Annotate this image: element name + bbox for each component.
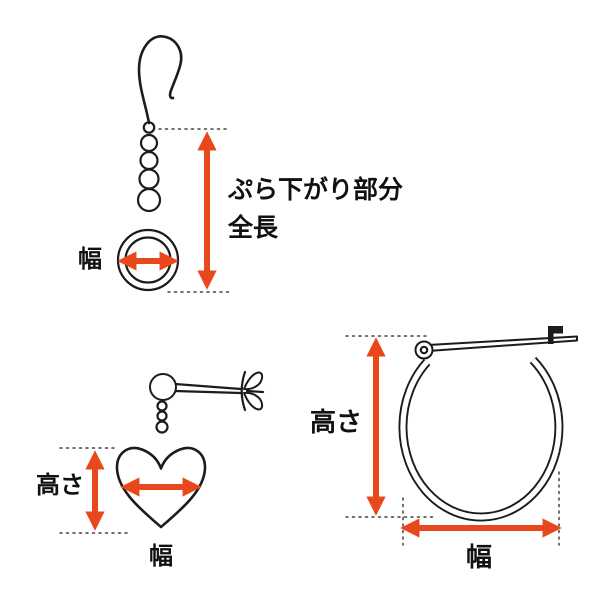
connector-loop <box>142 121 156 134</box>
bead <box>155 420 169 434</box>
bead <box>139 150 159 171</box>
hoop-latch-pin <box>427 335 578 352</box>
bead <box>156 400 168 412</box>
hoop-hinge-outer <box>414 340 434 360</box>
hoop-clasp-flag <box>548 326 563 344</box>
bead <box>138 168 160 190</box>
stud-ball <box>149 373 177 401</box>
hoop-height-label: 高さ <box>310 407 363 437</box>
bead <box>156 410 168 422</box>
stud-pin-tip <box>245 389 265 394</box>
hoop-body-core <box>400 358 562 520</box>
butterfly-back-bar <box>240 370 247 412</box>
heart-height-label: 高さ <box>36 472 84 499</box>
dangle-total-length-label-line2: 全長 <box>228 214 279 242</box>
hoop-measurements <box>345 335 562 546</box>
hoop-width-label: 幅 <box>466 542 493 572</box>
stud-post-bottom-edge <box>173 389 243 395</box>
bead <box>139 133 159 153</box>
hoop-earring-illustration <box>398 326 578 522</box>
ear-hook-wire <box>137 35 183 125</box>
heart-width-label: 幅 <box>149 543 173 570</box>
bead <box>136 187 162 213</box>
dangle-width-label: 幅 <box>78 246 102 273</box>
hoop-hinge-inner <box>419 345 429 355</box>
dangle-measurements <box>117 128 230 293</box>
heart-measurements <box>59 447 202 534</box>
heart-charm-outline <box>115 446 207 529</box>
dangle-total-length-label-line1: ぷら下がり部分 <box>228 176 404 204</box>
stud-post-top-edge <box>173 382 243 391</box>
heart-stud-illustration <box>115 370 265 529</box>
dangle-earring-illustration <box>116 35 183 292</box>
butterfly-back-lower-wing <box>243 391 264 411</box>
butterfly-back-upper-wing <box>243 371 264 391</box>
